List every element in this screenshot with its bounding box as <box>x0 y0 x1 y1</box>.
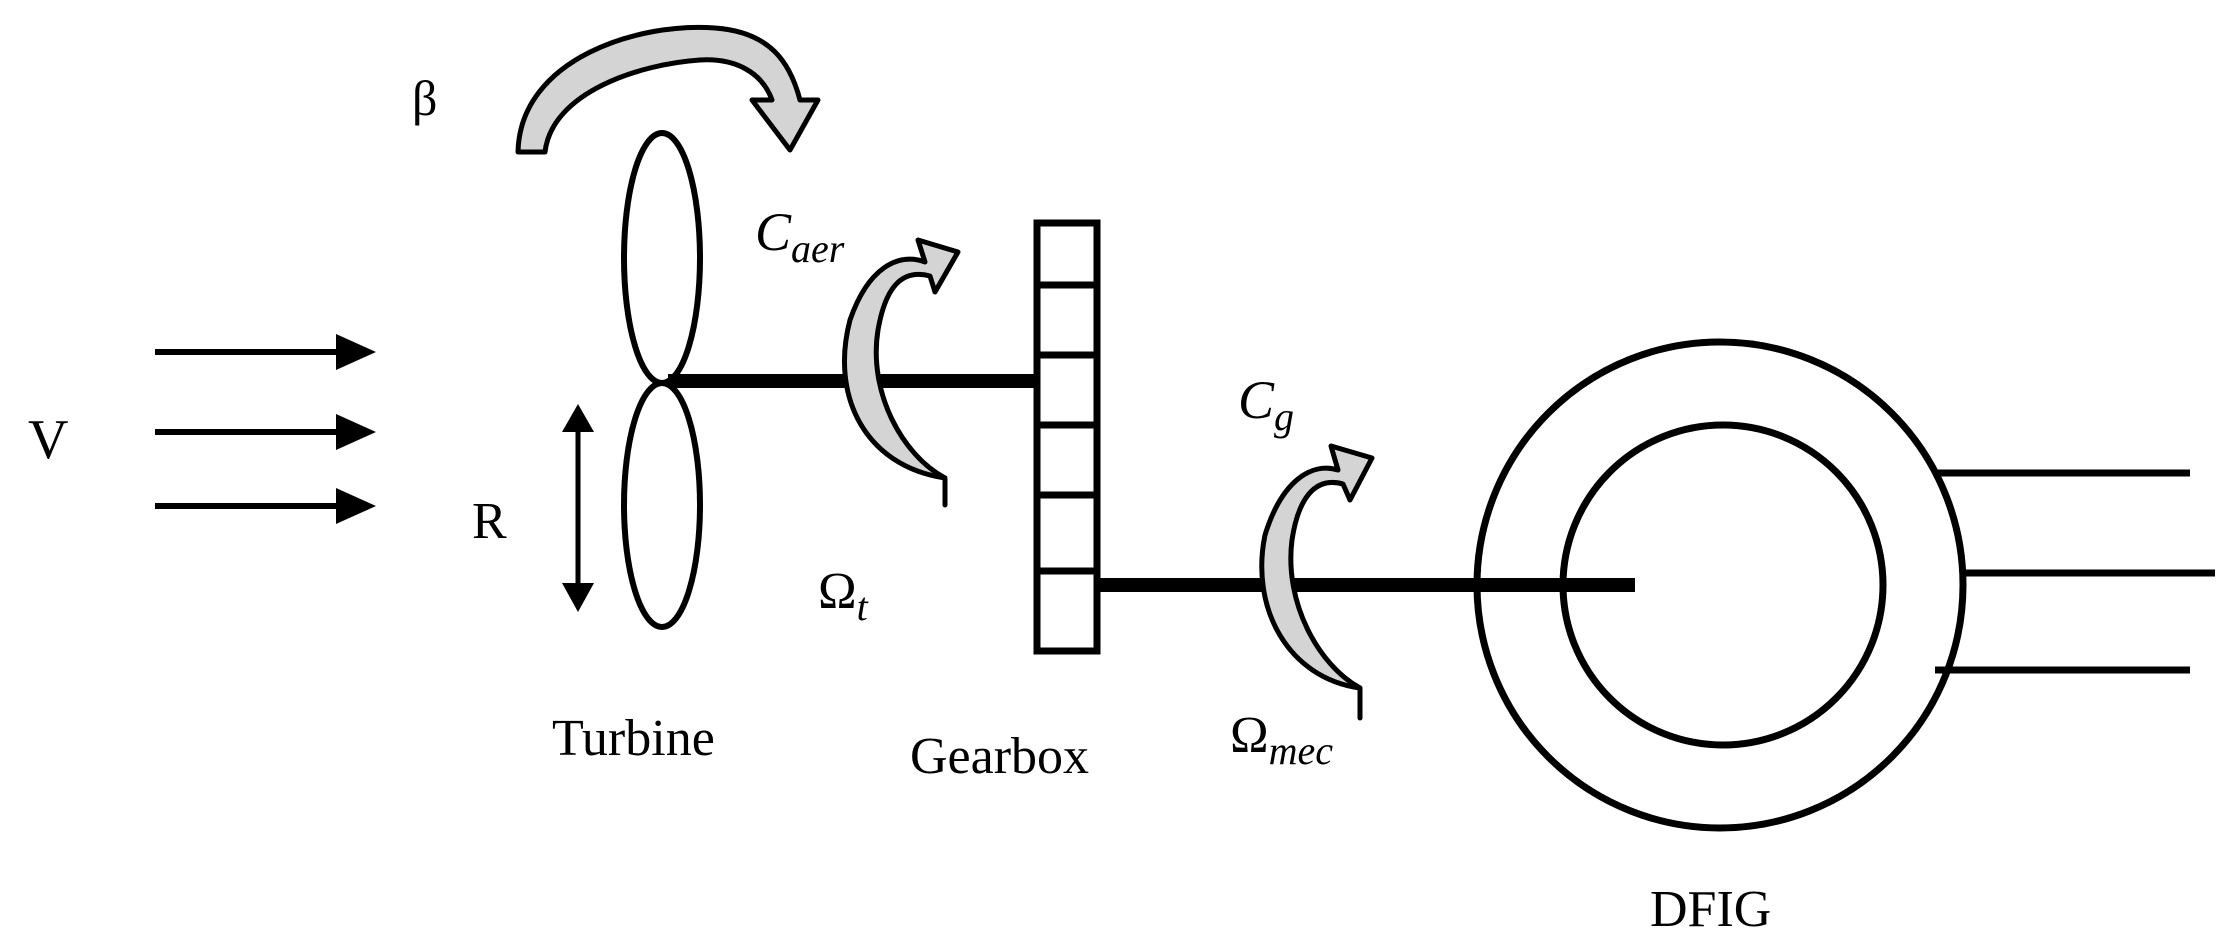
gearbox-label: Gearbox <box>910 728 1089 785</box>
generator-torque-symbol: Cg <box>1238 370 1294 439</box>
dfig-stator <box>1473 338 1967 832</box>
wind-arrows <box>155 334 376 524</box>
wind-arrow <box>155 488 376 524</box>
turbine-rotor <box>621 130 703 630</box>
turbine-blade-upper <box>621 130 703 386</box>
turbine-speed-sub: t <box>857 584 869 629</box>
mech-speed-sub: mec <box>1269 728 1334 773</box>
turbine-blade-lower <box>621 380 703 630</box>
radius-label: R <box>472 493 507 550</box>
pitch-arrow <box>515 24 821 155</box>
wind-speed-label: V <box>28 409 68 471</box>
gearbox <box>1033 219 1101 655</box>
mech-speed-base: Ω <box>1230 707 1269 764</box>
radius-arrow <box>562 404 594 612</box>
generator-torque-arrow <box>1259 443 1375 721</box>
turbine-speed-symbol: Ωt <box>818 563 869 629</box>
dfig-label: DFIG <box>1650 881 1771 938</box>
turbine-label: Turbine <box>552 710 715 767</box>
wind-arrow <box>155 334 376 370</box>
aero-torque-symbol: Caer <box>755 202 845 271</box>
generator-torque-base: C <box>1238 370 1275 430</box>
mech-speed-symbol: Ωmec <box>1230 707 1333 773</box>
pitch-angle-label: β <box>412 70 437 126</box>
aero-torque-base: C <box>755 202 792 262</box>
output-lines <box>1935 469 2215 674</box>
generator-torque-sub: g <box>1274 394 1294 439</box>
turbine-speed-base: Ω <box>818 563 857 620</box>
aero-torque-arrow <box>841 237 961 508</box>
wind-arrow <box>155 414 376 450</box>
aero-torque-sub: aer <box>791 226 845 271</box>
